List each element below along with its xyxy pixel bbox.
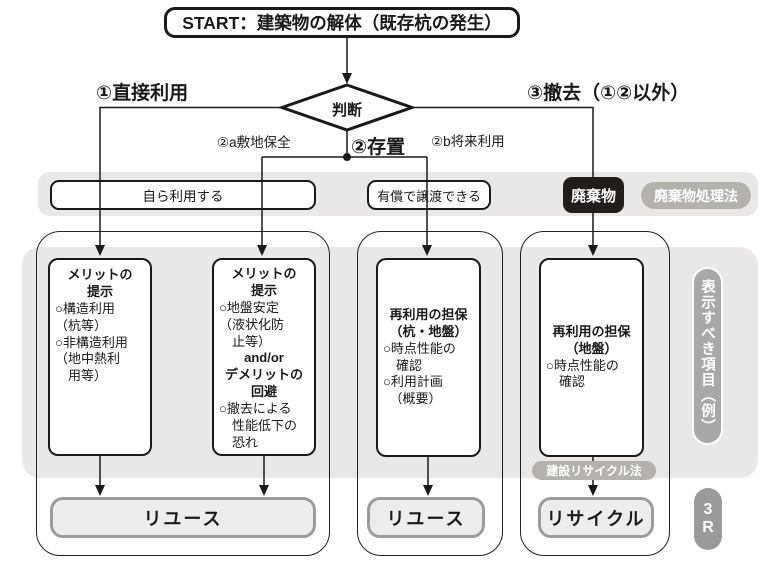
- outcome-recycle-label: リサイクル: [546, 508, 646, 529]
- waste-box: 廃棄物: [563, 177, 624, 213]
- items-to-display-label: 表示すべき項目（例）: [699, 278, 715, 434]
- start-node-label: START：建築物の解体（既存杭の発生）: [182, 13, 502, 33]
- container-waste: [520, 231, 670, 556]
- paid-transfer-box: 有償で譲渡できる: [367, 180, 491, 210]
- reuse-security-title: 再利用の担保 （杭・地盤）: [389, 306, 468, 339]
- merit-box-structural-title: メリットの 提示: [67, 267, 133, 299]
- self-use-label: 自ら利用する: [142, 189, 224, 204]
- self-use-box: 自ら利用する: [50, 180, 316, 210]
- merit-box-ground-body: ○地盤安定 （液状化防 止等）: [219, 299, 285, 349]
- reuse-security-ground-title: 再利用の担保 （地盤）: [552, 323, 631, 356]
- outcome-reuse-1: リユース: [50, 497, 316, 538]
- waste-label: 廃棄物: [570, 187, 616, 205]
- merit-box-ground: メリットの 提示 ○地盤安定 （液状化防 止等） and/or デメリットの 回…: [212, 258, 316, 456]
- outcome-reuse-2-label: リユース: [386, 508, 466, 529]
- reuse-security-ground-body: ○時点性能の 確認: [546, 357, 619, 390]
- reuse-security-body: ○時点性能の 確認 ○利用計画 （概要）: [383, 340, 456, 407]
- merit-box-ground-title: メリットの 提示: [231, 266, 297, 298]
- branch-label-site-preservation: ②a敷地保全: [217, 135, 291, 150]
- items-to-display-pill: 表示すべき項目（例）: [692, 267, 723, 445]
- outcome-reuse-1-label: リユース: [143, 508, 223, 529]
- merit-box-ground-andor: and/or: [244, 350, 284, 366]
- reuse-security-box-ground: 再利用の担保 （地盤） ○時点性能の 確認: [539, 258, 644, 457]
- three-r-badge: 3 R: [694, 488, 722, 550]
- branch-label-direct-use: ①直接利用: [96, 83, 189, 104]
- branch-label-future-use: ②b将来利用: [431, 134, 505, 149]
- reuse-security-box-pile-ground: 再利用の担保 （杭・地盤） ○時点性能の 確認 ○利用計画 （概要）: [376, 258, 481, 457]
- demerit-body: ○撤去による 性能低下の 恐れ: [219, 401, 298, 450]
- outcome-reuse-2: リユース: [367, 497, 485, 538]
- three-r-label: 3 R: [702, 500, 714, 536]
- merit-box-structural-body: ○構造利用 （杭等） ○非構造利用 （地中熱利 用等）: [55, 300, 128, 384]
- merit-box-structural: メリットの 提示 ○構造利用 （杭等） ○非構造利用 （地中熱利 用等）: [48, 258, 152, 456]
- demerit-title: デメリットの 回避: [224, 367, 303, 400]
- paid-transfer-label: 有償で譲渡できる: [377, 188, 481, 204]
- outcome-recycle: リサイクル: [538, 497, 654, 538]
- start-node: START：建築物の解体（既存杭の発生）: [164, 7, 520, 38]
- decision-label: 判断: [331, 102, 362, 119]
- construction-recycle-law-label: 建設リサイクル法: [546, 464, 642, 478]
- waste-law-label: 廃棄物処理法: [654, 187, 738, 204]
- branch-label-removal: ③撤去（①②以外）: [527, 83, 690, 104]
- waste-law-pill: 廃棄物処理法: [641, 182, 751, 209]
- branch-label-leave-in-place: ②存置: [351, 137, 406, 158]
- construction-recycle-law-pill: 建設リサイクル法: [532, 461, 656, 480]
